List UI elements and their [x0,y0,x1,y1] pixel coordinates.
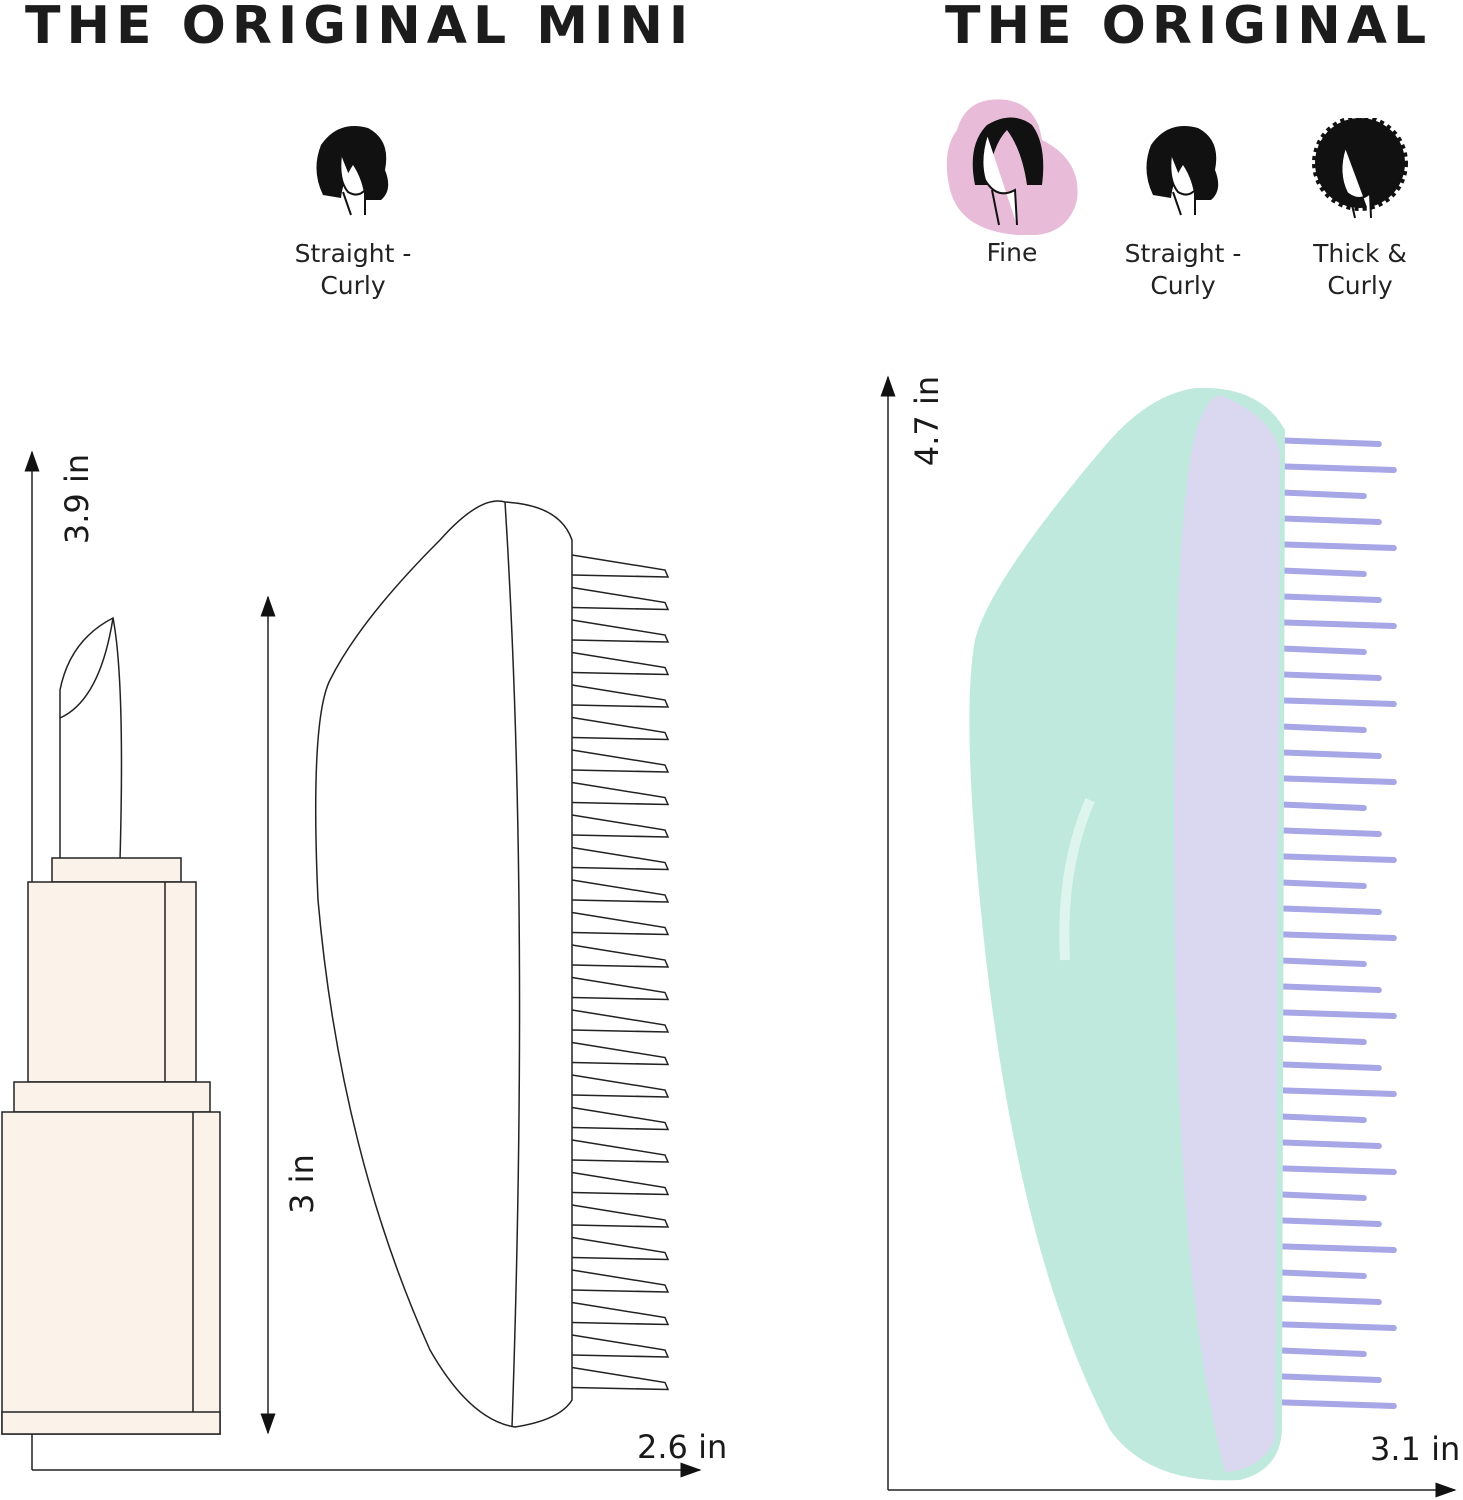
bristle [1267,671,1382,681]
bristle [1267,853,1397,863]
hair-type-thick-curly: Thick & Curly [1270,118,1450,302]
bristle [1267,1087,1397,1097]
dimension-height-original: 4.7 in [908,375,947,467]
hair-type-straight-curly-mini: Straight - Curly [263,120,443,302]
bristle [571,1171,670,1196]
wavy-hair-icon [316,126,389,216]
dimension-total-height: 3.9 in [58,453,97,545]
bristle [571,1106,670,1131]
bristle [1267,697,1397,707]
bristle [1267,541,1397,551]
bristle [1267,489,1367,499]
bristle [1267,1165,1397,1175]
bristle [1267,1373,1382,1383]
bristle [1267,645,1367,655]
hair-type-label: Straight - Curly [1124,239,1242,300]
bristle [571,1236,670,1261]
original-brush [969,387,1397,1481]
bristle [1267,801,1367,811]
curly-hair-icon [1312,118,1408,219]
hair-type-label: Straight - Curly [294,239,412,300]
bristle [1267,983,1382,993]
bristle [571,1269,670,1293]
bristle [571,1041,670,1066]
bristle [1267,1217,1382,1227]
bristle [1267,567,1367,577]
dimension-width-mini: 2.6 in [637,1428,728,1466]
bristle [1267,437,1382,447]
bristle [1267,1035,1367,1045]
right-title: THE ORIGINAL [945,0,1433,56]
bristle [1267,1321,1397,1331]
bristle [1267,749,1382,759]
bristle [1267,931,1397,941]
lipstick-illustration [1,616,221,1435]
bristle [1267,1399,1397,1409]
bristle [1267,1113,1367,1123]
wavy-hair-icon [1146,126,1219,216]
bristle [571,619,670,643]
bristle [571,1366,670,1391]
bristle [571,554,670,578]
bristle [571,1301,670,1326]
bristle [1267,1139,1382,1149]
bristle [571,814,670,838]
bristle [1267,619,1397,629]
hair-type-fine: Fine [922,90,1102,269]
bristle [571,944,670,968]
mini-brush-outline [314,500,670,1428]
bristle [1267,593,1382,603]
bristle [571,651,670,676]
bristle [1267,1243,1397,1253]
bristle [1267,957,1367,967]
bristle [1267,1009,1397,1019]
bristle [571,586,670,611]
bristle [1267,905,1382,915]
bristle [1267,827,1382,837]
left-title: THE ORIGINAL MINI [25,0,695,56]
bristle [571,1204,670,1228]
fine-hair-icon [946,99,1078,235]
hair-type-straight-curly: Straight - Curly [1093,120,1273,302]
bristle [571,976,670,1001]
hair-type-label: Thick & Curly [1313,239,1407,300]
bristle [571,1334,670,1358]
bristle [571,1139,670,1163]
bristle [1267,1269,1367,1279]
bristle [1267,879,1367,889]
bristle [571,684,670,708]
bristle [571,846,670,871]
bristle [1267,1347,1367,1357]
bristle [1267,775,1397,785]
dimension-width-original: 3.1 in [1370,1430,1461,1468]
bristle [1267,1191,1367,1201]
bristle [1267,723,1367,733]
bristle [571,749,670,773]
bristle [571,911,670,936]
dimension-brush-height-mini: 3 in [282,1154,321,1214]
bristle [571,1009,670,1033]
bristle [571,716,670,741]
bristle [1267,1061,1382,1071]
bristle [571,1074,670,1098]
bristle [1267,1295,1382,1305]
bristle [1267,515,1382,525]
bristle [1267,463,1397,473]
hair-type-label: Fine [986,238,1038,267]
bristle [571,781,670,806]
bristle [571,879,670,903]
